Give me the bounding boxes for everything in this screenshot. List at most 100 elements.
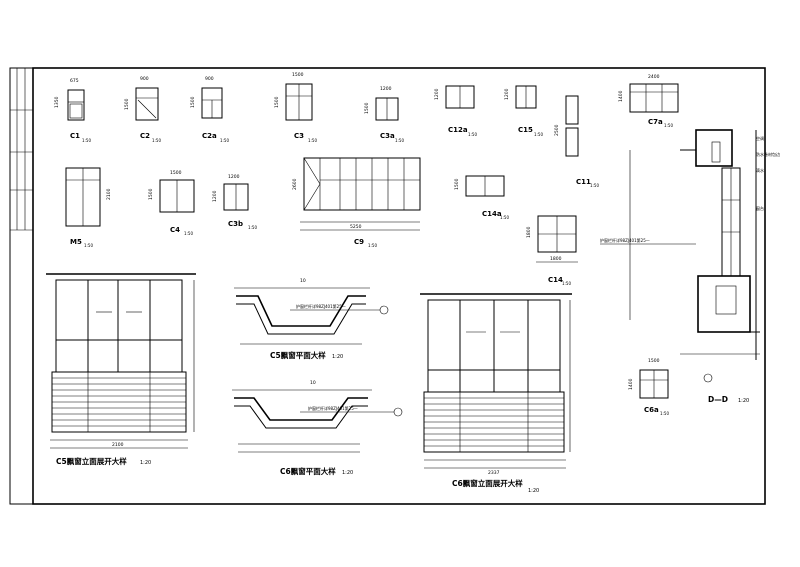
section-note-2: 防水卷材包边 — [756, 151, 780, 157]
c5-elev-scale: 1:20 — [140, 460, 151, 466]
c5-plan-leader: 护窗栏杆详98ZJ401第25— — [296, 303, 346, 309]
m5-scale: 1:50 — [84, 243, 93, 248]
window-c2: 900 1500 C2 1:50 — [124, 76, 161, 143]
section-scale: 1:20 — [738, 398, 749, 404]
c3a-width: 1200 — [380, 86, 392, 92]
c3b-label: C3b — [228, 220, 243, 228]
window-c14a: 1500 C14a 1:50 — [454, 175, 509, 220]
m5-height: 2100 — [106, 188, 112, 200]
c2a-scale: 1:50 — [220, 138, 229, 143]
window-c12a: 1200 C12a 1:50 — [434, 85, 477, 137]
window-c11: 2500 C11 1:50 — [554, 95, 599, 188]
c6-elevation: 2337 C6飘窗立面展开大样 1:20 — [420, 293, 572, 494]
window-c1: 675 1350 C1 1:50 — [54, 78, 91, 143]
c3b-width: 1200 — [228, 174, 240, 180]
c6-hatch — [424, 397, 564, 447]
section-note-4: 窗台 — [756, 205, 764, 211]
c1-scale: 1:50 — [82, 138, 91, 143]
c3-scale: 1:50 — [308, 138, 317, 143]
c12a-label: C12a — [448, 126, 468, 134]
section-leader: 护窗栏杆详98ZJ401第25— — [600, 237, 650, 243]
c3-width: 1500 — [292, 72, 304, 78]
c9-height: 2600 — [292, 178, 298, 190]
c6-elev-scale: 1:20 — [528, 488, 539, 494]
c11-height: 2500 — [554, 124, 560, 136]
c15-scale: 1:50 — [534, 132, 543, 137]
c6-plan-marker: 10 — [310, 380, 316, 386]
m5-label: M5 — [70, 238, 82, 246]
c6-plan: 10 护窗栏杆详98ZJ401第25— C6飘窗平面大样 1:20 — [232, 380, 403, 476]
section-note-3: 滴水 — [756, 167, 764, 173]
c6-plan-scale: 1:20 — [342, 470, 353, 476]
window-c3a: 1200 1500 C3a 1:50 — [364, 86, 404, 143]
c2-width: 900 — [140, 76, 149, 82]
c14a-height: 1500 — [454, 178, 460, 190]
c1-width: 675 — [70, 78, 79, 84]
c9-width: 5250 — [350, 224, 362, 230]
c14-width: 1800 — [550, 256, 562, 262]
window-c4: 1500 1500 C4 1:50 — [148, 170, 195, 236]
c2a-width: 900 — [205, 76, 214, 82]
window-c9: 5250 2600 C9 1:50 — [292, 157, 421, 248]
c2a-label: C2a — [202, 132, 217, 140]
c3b-height: 1200 — [212, 190, 218, 202]
c14-height: 1800 — [526, 226, 532, 238]
c5-elevation: 2100 C5飘窗立面展开大样 1:20 — [46, 273, 196, 466]
c14-label: C14 — [548, 276, 563, 284]
c2a-height: 1500 — [190, 96, 196, 108]
c5-elev-title: C5飘窗立面展开大样 — [56, 456, 127, 466]
window-c2a: 900 1500 C2a 1:50 — [190, 76, 229, 143]
c4-width: 1500 — [170, 170, 182, 176]
c3a-height: 1500 — [364, 102, 370, 114]
c15-label: C15 — [518, 126, 533, 134]
c7a-height: 1400 — [618, 90, 624, 102]
c5-hatch — [52, 377, 186, 427]
window-c7a: 2400 1400 C7a 1:50 — [618, 74, 679, 128]
c2-scale: 1:50 — [152, 138, 161, 143]
title-column — [10, 68, 33, 231]
door-m5: 2100 M5 1:50 — [65, 167, 112, 248]
c4-height: 1500 — [148, 188, 154, 200]
c3a-scale: 1:50 — [395, 138, 404, 143]
c2-height: 1500 — [124, 98, 130, 110]
c6a-width: 1500 — [648, 358, 660, 364]
c7a-label: C7a — [648, 118, 663, 126]
c6a-height: 1400 — [628, 378, 634, 390]
window-c6a: 1500 1400 C6a 1:50 — [628, 358, 669, 416]
c5-plan-scale: 1:20 — [332, 354, 343, 360]
section-note-1: 空调 — [756, 135, 764, 141]
c2-label: C2 — [140, 132, 150, 140]
c12a-scale: 1:50 — [468, 132, 477, 137]
c3a-label: C3a — [380, 132, 395, 140]
c4-label: C4 — [170, 226, 180, 234]
c3-height: 1500 — [274, 96, 280, 108]
c3-label: C3 — [294, 132, 304, 140]
c1-label: C1 — [70, 132, 80, 140]
c9-label: C9 — [354, 238, 364, 246]
sheet-border-inner — [32, 67, 766, 505]
window-c15: 1200 C15 1:50 — [504, 85, 543, 137]
c11-label: C11 — [576, 178, 591, 186]
c11-scale: 1:50 — [590, 183, 599, 188]
c6-elev-title: C6飘窗立面展开大样 — [452, 478, 523, 488]
c5-plan-marker: 10 — [300, 278, 306, 284]
c14a-label: C14a — [482, 210, 502, 218]
c3b-scale: 1:50 — [248, 225, 257, 230]
window-c14: 1800 1800 C14 1:50 — [526, 215, 578, 286]
c5-plan: 10 护窗栏杆详98ZJ401第25— C5飘窗平面大样 1:20 — [234, 278, 389, 360]
c14-scale: 1:50 — [562, 281, 571, 286]
c5-plan-title: C5飘窗平面大样 — [270, 350, 326, 360]
c6-elev-total: 2337 — [488, 470, 500, 476]
c6-plan-title: C6飘窗平面大样 — [280, 466, 336, 476]
c7a-width: 2400 — [648, 74, 660, 80]
c9-scale: 1:50 — [368, 243, 377, 248]
section-title: D—D — [708, 395, 728, 404]
c14a-scale: 1:50 — [500, 215, 509, 220]
c7a-scale: 1:50 — [664, 123, 673, 128]
c1-height: 1350 — [54, 96, 60, 108]
c5-elev-total: 2100 — [112, 442, 124, 448]
c4-scale: 1:50 — [184, 231, 193, 236]
section-d-d: 护窗栏杆详98ZJ401第25— 空调 防水卷材包边 滴水 窗台 D—D 1:2… — [600, 129, 780, 404]
window-c3b: 1200 1200 C3b 1:50 — [212, 174, 257, 230]
